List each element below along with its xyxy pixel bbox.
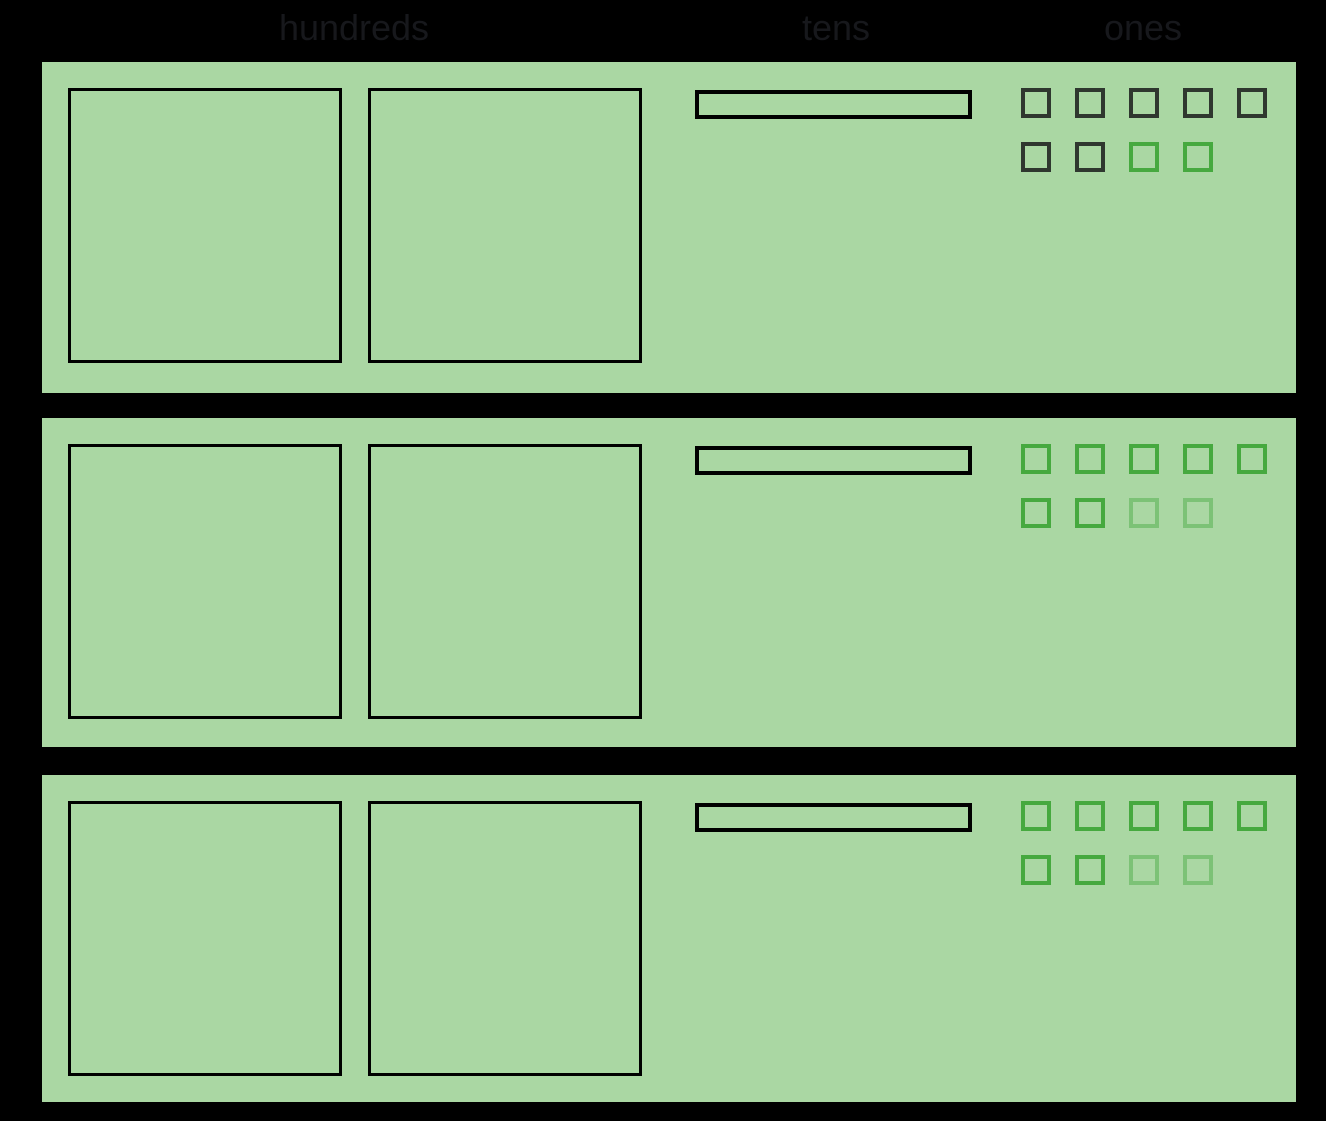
ones-row-bottom [1021,142,1213,172]
hundred-block [368,444,642,719]
one-block-dark [1021,88,1051,118]
one-block-green [1129,801,1159,831]
block-row-2 [42,418,1296,747]
ten-block [695,90,972,119]
one-block-green [1075,855,1105,885]
one-block-green [1237,444,1267,474]
tens-group [695,446,972,475]
hundreds-group [68,444,642,719]
one-block-green [1021,444,1051,474]
ones-row-top [1021,801,1267,831]
column-label-tens: tens [801,7,871,48]
one-block-faded [1183,498,1213,528]
hundred-block [368,88,642,363]
one-block-green [1075,498,1105,528]
hundreds-group [68,88,642,363]
ten-block [695,446,972,475]
hundred-block [68,801,342,1076]
block-row-3 [42,775,1296,1102]
tens-group [695,803,972,832]
hundred-block [368,801,642,1076]
hundreds-group [68,801,642,1076]
one-block-green [1021,855,1051,885]
column-label-ones: ones [1103,7,1183,48]
one-block-dark [1075,142,1105,172]
one-block-dark [1183,88,1213,118]
one-block-green [1183,801,1213,831]
one-block-dark [1237,88,1267,118]
hundred-block [68,88,342,363]
one-block-green [1237,801,1267,831]
hundred-block [68,444,342,719]
one-block-dark [1021,142,1051,172]
one-block-dark [1075,88,1105,118]
ones-row-bottom [1021,498,1213,528]
ones-group [1021,801,1267,885]
column-label-hundreds: hundreds [278,7,430,48]
one-block-green [1075,801,1105,831]
ones-group [1021,88,1267,172]
one-block-green [1129,444,1159,474]
ones-group [1021,444,1267,528]
one-block-green [1021,498,1051,528]
one-block-green [1183,142,1213,172]
one-block-green [1129,142,1159,172]
one-block-green [1075,444,1105,474]
ten-block [695,803,972,832]
one-block-green [1021,801,1051,831]
ones-row-top [1021,88,1267,118]
ones-row-bottom [1021,855,1213,885]
one-block-dark [1129,88,1159,118]
one-block-faded [1129,498,1159,528]
block-row-1 [42,62,1296,393]
one-block-faded [1183,855,1213,885]
one-block-green [1183,444,1213,474]
one-block-faded [1129,855,1159,885]
ones-row-top [1021,444,1267,474]
tens-group [695,90,972,119]
